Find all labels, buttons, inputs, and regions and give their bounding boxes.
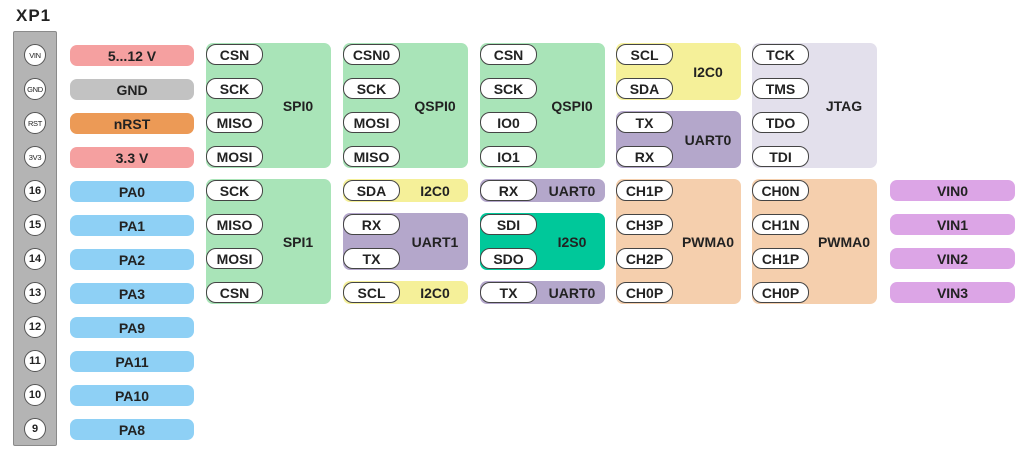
signal-pill: MOSI — [206, 146, 263, 167]
group-label: UART1 — [411, 233, 459, 250]
adc-input: VIN1 — [890, 214, 1015, 235]
adc-input: VIN2 — [890, 248, 1015, 269]
signal-pill: SCK — [480, 78, 537, 99]
pin-function-gpio: PA8 — [70, 419, 194, 440]
signal-pill: RX — [343, 214, 400, 235]
group-label: PWMA0 — [681, 233, 735, 250]
signal-pill: TX — [616, 112, 673, 133]
connector-title: XP1 — [16, 6, 52, 25]
pin-number: 3V3 — [24, 146, 46, 168]
pin-function-gpio: PA0 — [70, 181, 194, 202]
signal-pill: CH1P — [616, 180, 673, 201]
connector-header: VIN GND RST 3V3 16 15 14 13 12 11 10 9 — [13, 31, 57, 446]
signal-pill: MOSI — [343, 112, 400, 133]
group-label: I2S0 — [557, 233, 587, 250]
pin-function-v33: 3.3 V — [70, 147, 194, 168]
pin-number: 12 — [24, 316, 46, 338]
pin-function-gnd: GND — [70, 79, 194, 100]
pin-function-gpio: PA3 — [70, 283, 194, 304]
signal-pill: SCL — [616, 44, 673, 65]
pin-number: 14 — [24, 248, 46, 270]
pin-number: 9 — [24, 418, 46, 440]
signal-pill: TX — [343, 248, 400, 269]
group-label: UART0 — [684, 131, 732, 148]
signal-pill: SDA — [616, 78, 673, 99]
group-label: PWMA0 — [817, 233, 871, 250]
signal-pill: RX — [616, 146, 673, 167]
signal-pill: SCK — [343, 78, 400, 99]
group-label: SPI0 — [282, 97, 314, 114]
group-label: QSPI0 — [414, 97, 456, 114]
pin-function-gpio: PA2 — [70, 249, 194, 270]
pin-number: 10 — [24, 384, 46, 406]
group-label: UART0 — [548, 182, 596, 199]
signal-pill: SDO — [480, 248, 537, 269]
signal-pill: MISO — [206, 214, 263, 235]
group-label: I2C0 — [693, 63, 723, 80]
signal-pill: CSN — [480, 44, 537, 65]
pin-number: RST — [24, 112, 46, 134]
signal-pill: CSN — [206, 44, 263, 65]
signal-pill: CH1N — [752, 214, 809, 235]
pin-number: 15 — [24, 214, 46, 236]
adc-input: VIN3 — [890, 282, 1015, 303]
pin-function-gpio: PA1 — [70, 215, 194, 236]
signal-pill: MISO — [343, 146, 400, 167]
signal-pill: CSN0 — [343, 44, 400, 65]
group-label: UART0 — [548, 284, 596, 301]
pin-function-rst: nRST — [70, 113, 194, 134]
signal-pill: CSN — [206, 282, 263, 303]
signal-pill: RX — [480, 180, 537, 201]
adc-input: VIN0 — [890, 180, 1015, 201]
signal-pill: SCL — [343, 282, 400, 303]
signal-pill: CH0P — [752, 282, 809, 303]
signal-pill: TDI — [752, 146, 809, 167]
signal-pill: SDA — [343, 180, 400, 201]
group-label: SPI1 — [282, 233, 314, 250]
signal-pill: CH0P — [616, 282, 673, 303]
signal-pill: MOSI — [206, 248, 263, 269]
pin-number: 11 — [24, 350, 46, 372]
pin-number: 13 — [24, 282, 46, 304]
signal-pill: IO1 — [480, 146, 537, 167]
signal-pill: SCK — [206, 78, 263, 99]
group-label: JTAG — [825, 97, 863, 114]
signal-pill: TDO — [752, 112, 809, 133]
signal-pill: TMS — [752, 78, 809, 99]
signal-pill: CH2P — [616, 248, 673, 269]
pin-function-gpio: PA11 — [70, 351, 194, 372]
pin-number: 16 — [24, 180, 46, 202]
signal-pill: IO0 — [480, 112, 537, 133]
signal-pill: CH3P — [616, 214, 673, 235]
group-label: QSPI0 — [551, 97, 593, 114]
signal-pill: SDI — [480, 214, 537, 235]
signal-pill: SCK — [206, 180, 263, 201]
group-label: I2C0 — [420, 284, 450, 301]
signal-pill: CH1P — [752, 248, 809, 269]
signal-pill: MISO — [206, 112, 263, 133]
pin-number: VIN — [24, 44, 46, 66]
signal-pill: CH0N — [752, 180, 809, 201]
group-label: I2C0 — [420, 182, 450, 199]
signal-pill: TX — [480, 282, 537, 303]
pin-function-gpio: PA10 — [70, 385, 194, 406]
pin-function-gpio: PA9 — [70, 317, 194, 338]
pin-number: GND — [24, 78, 46, 100]
pin-function-vin: 5...12 V — [70, 45, 194, 66]
signal-pill: TCK — [752, 44, 809, 65]
